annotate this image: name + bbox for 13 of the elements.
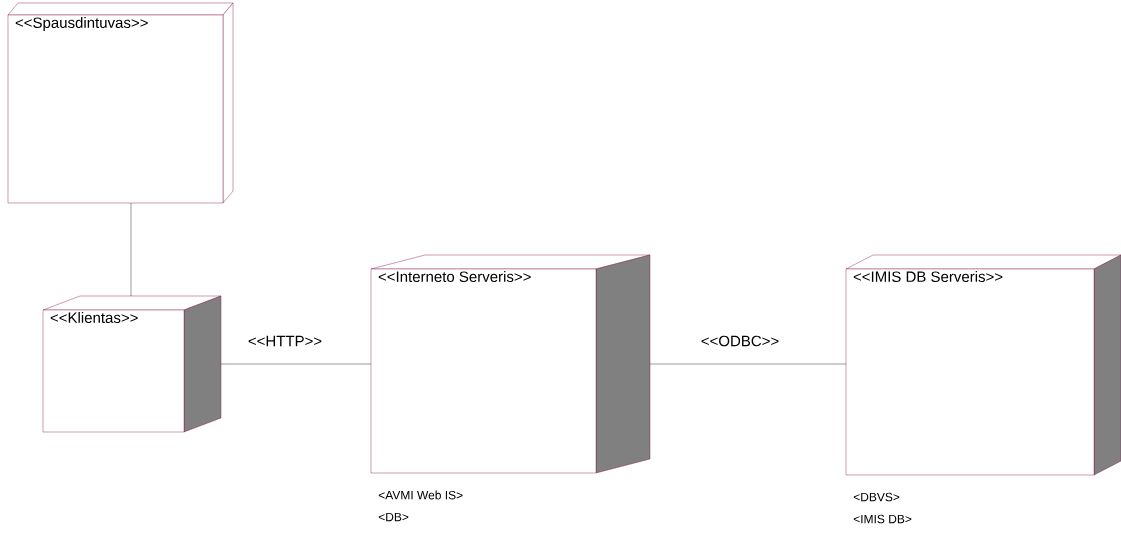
node-note: <DBVS> [853,492,900,502]
edge-label: <<HTTP>> [246,334,324,348]
node-box: <<IMIS DB Serveris>> [845,254,1121,476]
node-box: <<Spausdintuvas>> [7,2,234,204]
node-note: <IMIS DB> [853,514,912,524]
connector-line [130,202,132,297]
node-box: <<Interneto Serveris>> [370,254,651,474]
connector-line [220,363,372,365]
connector-line [649,363,847,365]
node-note: <DB> [378,512,409,522]
node-note: <AVMI Web IS> [378,490,463,500]
edge-label: <<ODBC>> [699,334,781,348]
node-box: <<Klientas>> [42,295,222,433]
